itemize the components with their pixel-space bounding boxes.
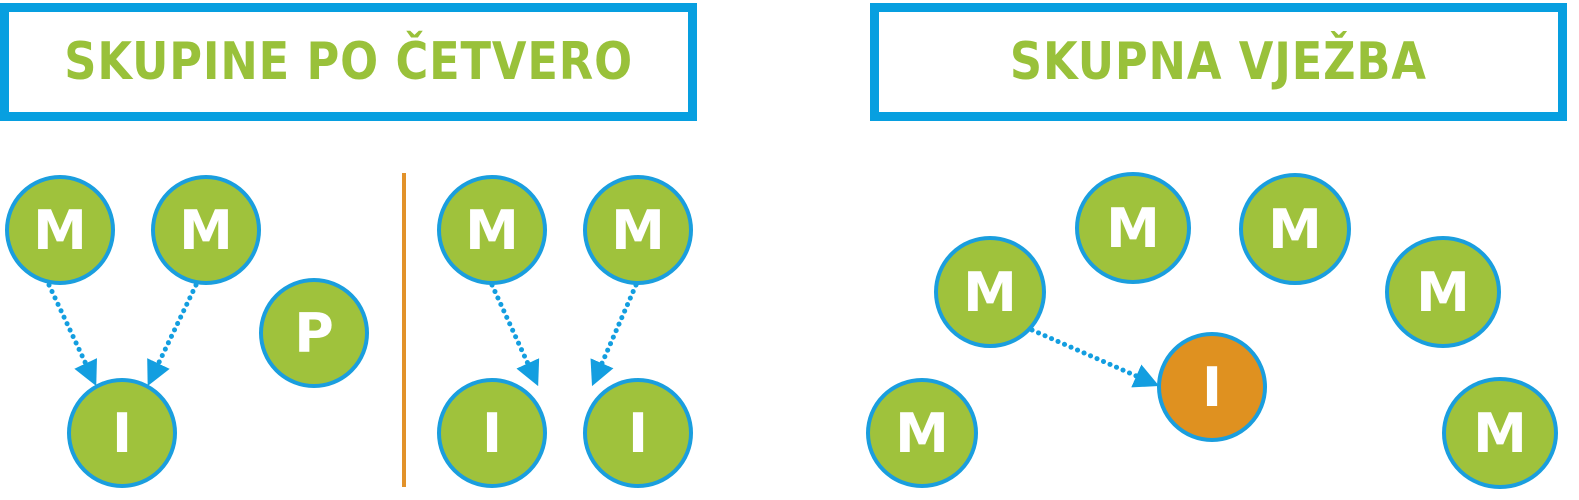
node-g3-m-bottomright: M [1442,377,1558,489]
node-g3-m-right: M [1385,236,1501,348]
node-label: I [112,402,132,465]
node-label: I [482,402,502,465]
node-label: M [465,199,519,262]
node-label: M [895,402,949,465]
node-circle [1442,377,1558,489]
node-circle [437,378,547,488]
node-label: M [1268,198,1322,261]
title-box-left: SKUPINE PO ČETVERO [0,3,697,121]
node-circle [934,236,1046,348]
node-g3-m-left: M [934,236,1046,348]
node-g3-i: I [1157,332,1267,442]
node-label: P [294,302,334,365]
node-g1-p: P [259,278,369,388]
node-g1-m1: M [5,175,115,285]
arrow-g1-m1-to-g1-i [46,282,97,387]
node-circle [1239,173,1351,285]
arrows-layer [46,282,1160,388]
arrow-g2-m1-to-g2-i1 [489,282,540,387]
node-g1-m2: M [151,175,261,285]
node-g3-m-top1: M [1075,172,1191,284]
node-g3-m-top2: M [1239,173,1351,285]
node-label: I [628,402,648,465]
node-circle [151,175,261,285]
node-label: M [33,199,87,262]
arrow-g1-m2-to-g1-i [147,282,199,387]
node-circle [1157,332,1267,442]
node-g2-m1: M [437,175,547,285]
node-g3-m-bottomleft: M [866,378,978,488]
node-circle [866,378,978,488]
node-circle [1075,172,1191,284]
node-g2-i1: I [437,378,547,488]
arrow-g2-m2-to-g2-i2 [590,282,639,387]
node-label: M [963,261,1017,324]
node-label: I [1202,356,1222,419]
node-circle [583,175,693,285]
node-label: M [179,199,233,262]
node-g2-m2: M [583,175,693,285]
node-circle [583,378,693,488]
node-label: M [1106,197,1160,260]
node-circle [1385,236,1501,348]
arrow-g3-m-left-to-g3-i [1029,327,1160,388]
node-circle [259,278,369,388]
node-g1-i: I [67,378,177,488]
title-right: SKUPNA VJEŽBA [1010,32,1427,92]
node-g2-i2: I [583,378,693,488]
node-label: M [611,199,665,262]
node-circle [437,175,547,285]
node-label: M [1473,402,1527,465]
node-circle [67,378,177,488]
node-label: M [1416,261,1470,324]
title-box-right: SKUPNA VJEŽBA [870,3,1567,121]
title-left: SKUPINE PO ČETVERO [64,32,633,92]
node-circle [5,175,115,285]
